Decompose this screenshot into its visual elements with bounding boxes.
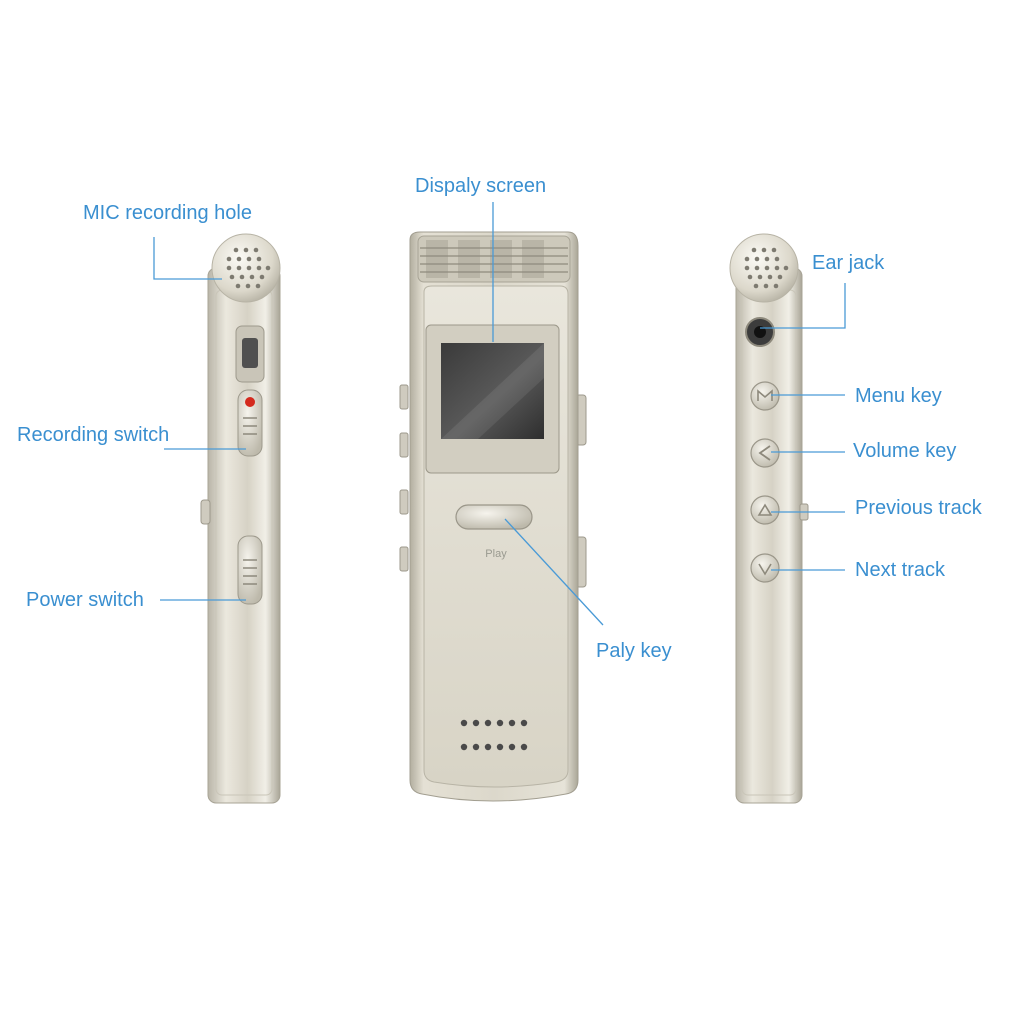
mic-holes (226, 247, 271, 289)
previous-track-label: Previous track (855, 497, 982, 519)
mic-recording-hole-label: MIC recording hole (83, 202, 252, 224)
play-key-leader (504, 518, 604, 626)
usb-port (242, 338, 258, 368)
display-screen-label: Dispaly screen (415, 175, 547, 197)
right-device-body (735, 267, 803, 804)
ear-jack-leader (760, 283, 846, 329)
volume-key[interactable] (750, 438, 780, 468)
speaker-holes (460, 719, 528, 751)
play-key[interactable] (455, 504, 533, 530)
previous-track-key[interactable] (750, 495, 780, 525)
left-side-device (200, 233, 281, 804)
power-switch[interactable] (237, 535, 263, 605)
mic-grille (211, 233, 281, 303)
front-device: Play (399, 231, 587, 802)
play-key-caption: Play (485, 548, 507, 560)
next-track-label: Next track (855, 559, 946, 581)
recording-switch-label: Recording switch (17, 424, 170, 446)
menu-key-label: Menu key (855, 385, 942, 407)
power-switch-label: Power switch (26, 589, 144, 611)
mic-hole-leader (153, 237, 222, 280)
recording-switch[interactable] (237, 389, 263, 457)
menu-key[interactable] (750, 381, 780, 411)
play-key-label: Paly key (596, 640, 672, 662)
volume-key-label: Volume key (853, 440, 957, 462)
display-screen (441, 343, 544, 439)
leader-lines (153, 202, 846, 626)
top-grille (417, 235, 571, 283)
record-dot-icon (245, 397, 255, 407)
next-track-key[interactable] (750, 553, 780, 583)
ear-jack-label: Ear jack (812, 252, 885, 274)
right-mic-grille (729, 233, 799, 303)
right-side-device (729, 233, 809, 804)
